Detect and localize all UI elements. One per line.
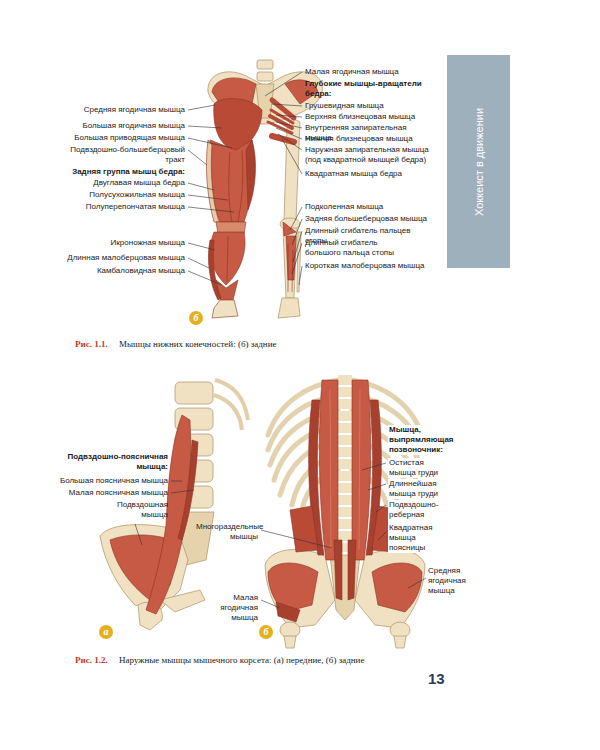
- muscle-label: Двуглавая мышца бедра: [60, 178, 185, 188]
- deep-leg-muscles: [283, 222, 296, 292]
- muscle-label: Полусухожильная мышца: [60, 190, 185, 200]
- figure-caption: Мышцы нижних конечностей: (б) задние: [119, 339, 276, 350]
- muscle-label: Короткая малоберцовая мышца: [305, 261, 430, 271]
- figure-number: Рис. 1.1.: [75, 339, 108, 350]
- muscle-label: Длиннейшая мышца груди: [388, 479, 452, 499]
- pelvis-back: [265, 550, 425, 648]
- page-number: 13: [428, 670, 445, 687]
- muscle-label: Наружная запирательная мышца (под квадра…: [305, 145, 440, 165]
- muscle-label: Малая ягодичная мышца: [208, 593, 258, 623]
- muscle-label: Камбаловидная мышца: [60, 266, 185, 276]
- muscle-label: Грушевидная мышца: [305, 101, 430, 111]
- muscle-label: Многораздельные мышцы: [196, 522, 258, 542]
- muscle-label: Подколенная мышца: [305, 202, 430, 212]
- muscle-label: Верхняя близнецовая мышца: [305, 112, 430, 122]
- section-tab: Хоккеист в движении: [447, 55, 510, 268]
- muscle-label: Нижняя близнецовая мышца: [305, 134, 430, 144]
- muscle-label: Длинный сгибатель большого пальца стопы: [305, 238, 415, 258]
- muscle-label: Большая приводящая мышца: [60, 133, 185, 143]
- group-heading: Подвздошно-поясничная мышца:: [55, 452, 168, 472]
- muscle-label: Задняя большеберцовая мышца: [305, 214, 430, 224]
- section-title: Хоккеист в движении: [472, 107, 485, 215]
- muscle-label: Малая ягодичная мышца: [305, 67, 430, 77]
- muscle-label: Квадратная мышца бедра: [305, 169, 430, 179]
- group-heading: Мышца, выпрямляющая позвоночник:: [388, 425, 452, 455]
- group-heading: Задняя группа мышц бедра:: [60, 167, 185, 177]
- muscle-label: Остистая мышца груди: [388, 458, 452, 478]
- muscle-label: Подвздошно-большеберцовый тракт: [60, 145, 185, 165]
- leg-muscles: [206, 78, 318, 318]
- spine-bones-front: [100, 380, 248, 630]
- muscle-label: Подвздошная мышца: [100, 500, 168, 520]
- figure-caption: Наружные мышцы мышечного корсета: (а) пе…: [119, 655, 364, 666]
- panel-letter: а: [99, 625, 113, 639]
- muscle-label: Средняя ягодичная мышца: [60, 105, 185, 115]
- panel-letter: б: [189, 311, 203, 325]
- muscle-label: Полуперепончатая мышца: [60, 202, 185, 212]
- muscle-label: Большая поясничная мышца: [40, 476, 168, 486]
- muscle-label: Большая ягодичная мышца: [60, 121, 185, 131]
- figure-number: Рис. 1.2.: [75, 655, 108, 666]
- muscle-label: Длинная малоберцовая мышца: [60, 253, 185, 263]
- muscle-label: Средняя ягодичная мышца: [428, 566, 478, 596]
- muscle-label: Квадратная мышца поясницы: [388, 523, 452, 553]
- group-heading: Глубокие мышцы-вращатели бедра:: [305, 79, 430, 99]
- muscle-label: Малая поясничная мышца: [40, 488, 168, 498]
- leg-bones: [208, 60, 323, 318]
- muscle-label: Икроножная мышца: [60, 238, 185, 248]
- panel-letter: б: [259, 625, 273, 639]
